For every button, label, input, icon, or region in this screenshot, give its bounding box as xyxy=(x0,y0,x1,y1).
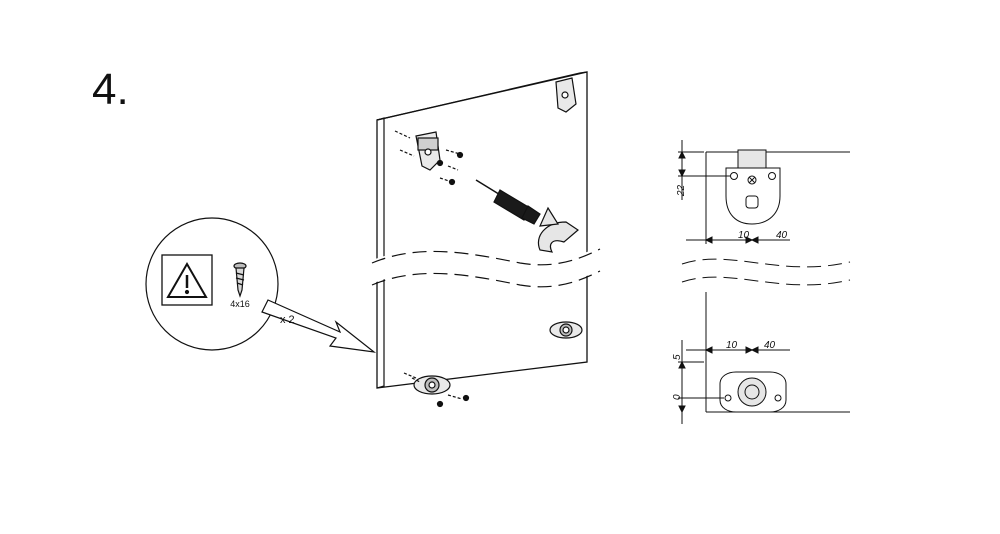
dim-bottom-offset-b: 40 xyxy=(764,340,776,351)
dim-bottom-height-a: 5 xyxy=(672,354,683,360)
dim-top-height: 22 xyxy=(676,184,687,197)
step-number: 4. xyxy=(92,65,129,114)
screw-icon xyxy=(233,262,247,298)
top-right-bracket xyxy=(555,77,577,113)
detail-drawing xyxy=(678,140,851,424)
warning-triangle-icon xyxy=(166,261,208,298)
dim-bottom-height-b: 0 xyxy=(672,394,683,400)
screwdriver-icon xyxy=(475,179,541,225)
hardware-callout xyxy=(145,217,377,353)
dim-bottom-offset-a: 10 xyxy=(726,340,738,351)
bottom-right-roller xyxy=(549,321,583,339)
bottom-roller xyxy=(403,372,470,408)
dim-top-offset-a: 10 xyxy=(738,230,750,241)
rotate-arrow-icon xyxy=(537,206,579,253)
top-hanger-bracket xyxy=(394,130,464,186)
quantity-label: x 2 xyxy=(280,314,295,326)
dim-top-offset-b: 40 xyxy=(776,230,788,241)
screw-size-label: 4x16 xyxy=(230,299,250,309)
